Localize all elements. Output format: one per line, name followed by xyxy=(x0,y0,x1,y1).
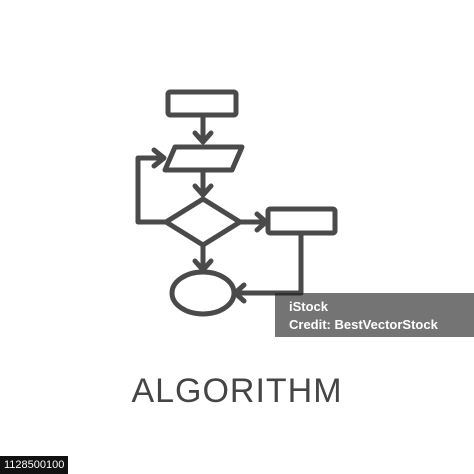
arrow-head xyxy=(192,130,214,145)
icon-title: ALGORITHM xyxy=(131,372,343,410)
arrow-head xyxy=(232,282,247,304)
start-box xyxy=(165,89,239,118)
decision-diamond xyxy=(163,196,243,248)
process-box xyxy=(265,206,338,236)
watermark-credit: Credit: BestVectorStock xyxy=(289,317,438,332)
watermark-banner: iStock Credit: BestVectorStock xyxy=(275,293,474,337)
watermark-brand: iStock xyxy=(289,299,329,314)
arrow-head xyxy=(192,183,214,198)
input-parallelogram xyxy=(162,144,245,173)
stock-id-label: 1128500100 xyxy=(0,456,69,474)
end-ellipse xyxy=(169,269,237,317)
loop-connector xyxy=(135,155,169,225)
arrow-head xyxy=(151,147,167,169)
